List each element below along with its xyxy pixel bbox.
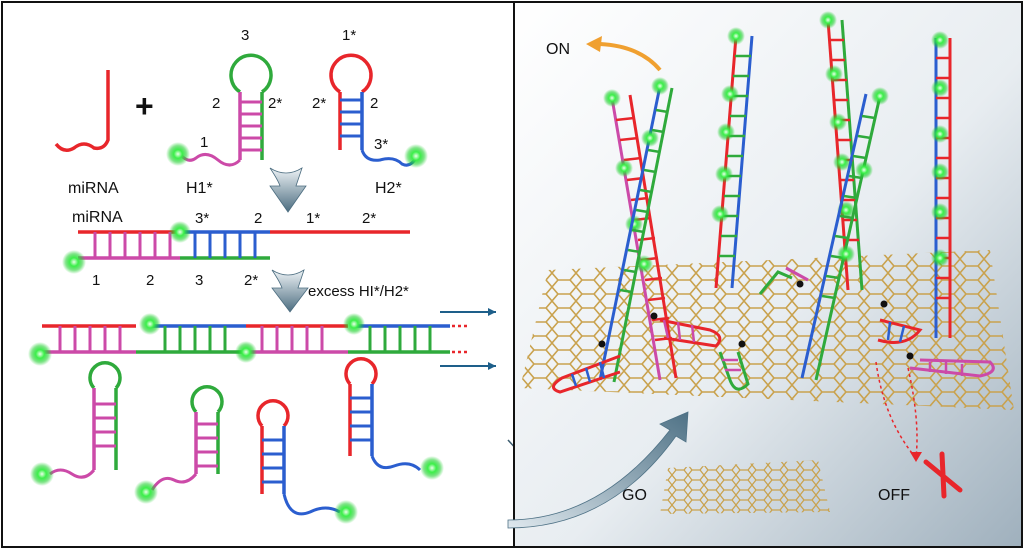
quenched-hairpin-2 <box>552 340 621 394</box>
hairpin-h1 <box>166 53 273 167</box>
mirna-label-duplex: miRNA <box>72 209 123 226</box>
hcr-ladder-3 <box>711 27 754 289</box>
duplex-bottom-label-a: 1 <box>92 272 100 289</box>
quenched-hairpin-3 <box>718 340 750 391</box>
off-cross-icon <box>923 451 963 499</box>
transfer-arrow <box>507 411 689 529</box>
hcr-ladder-1 <box>603 89 678 381</box>
quenched-hairpin-4 <box>877 300 923 344</box>
duplex-bottom-label-d: 2* <box>244 272 258 289</box>
quenched-hairpin-1 <box>650 312 722 348</box>
free-hairpin-h1-b <box>134 385 224 504</box>
h2-name-label: H2* <box>375 180 402 197</box>
left-panel-frame <box>1 1 515 548</box>
down-arrow-2 <box>271 269 309 313</box>
excess-label: excess HI*/H2* <box>308 283 409 300</box>
duplex-top-label-d: 2* <box>362 210 376 227</box>
hcr-ladder-2 <box>598 77 674 383</box>
h1-tail-label: 1 <box>200 134 208 151</box>
h2-stem-right-label: 2 <box>370 95 378 112</box>
duplex-top-label-a: 3* <box>195 210 209 227</box>
plus-sign: + <box>135 88 154 124</box>
off-label: OFF <box>878 487 910 504</box>
small-go-sheet <box>660 460 830 514</box>
h2-loop-label: 1* <box>342 27 356 44</box>
free-hairpin-h2-a <box>256 399 358 524</box>
on-label: ON <box>546 41 570 58</box>
quenched-hairpin-5 <box>906 352 995 378</box>
off-dashed-arrows <box>875 361 922 462</box>
graphene-oxide-sheet <box>520 250 1014 410</box>
quenched-hairpin-6 <box>758 266 809 295</box>
free-hairpin-h2-b <box>344 357 444 480</box>
duplex-miRNA-H1 <box>62 221 410 274</box>
duplex-top-label-c: 1* <box>306 210 320 227</box>
down-arrow-1 <box>269 167 307 213</box>
h1-loop-label: 3 <box>241 27 249 44</box>
mirna-label-top: miRNA <box>68 180 119 197</box>
h2-stem-left-label: 2* <box>312 95 326 112</box>
on-arrowhead <box>586 36 602 52</box>
on-arrow <box>599 42 662 72</box>
go-label: GO <box>622 487 647 504</box>
hcr-ladder-6 <box>931 31 952 338</box>
hcr-polymer-duplex <box>28 313 468 366</box>
polymer-extension-arrows <box>440 308 496 370</box>
free-hairpin-h1-a <box>30 361 122 486</box>
h1-stem-right-label: 2* <box>268 95 282 112</box>
duplex-top-label-b: 2 <box>254 210 262 227</box>
duplex-bottom-label-b: 2 <box>146 272 154 289</box>
mirna-strand <box>54 70 110 152</box>
hcr-ladder-5 <box>800 87 889 381</box>
h2-tail-label: 3* <box>374 136 388 153</box>
h1-name-label: H1* <box>186 180 213 197</box>
h1-stem-left-label: 2 <box>212 95 220 112</box>
hairpin-h2 <box>329 53 428 168</box>
duplex-bottom-label-c: 3 <box>195 272 203 289</box>
